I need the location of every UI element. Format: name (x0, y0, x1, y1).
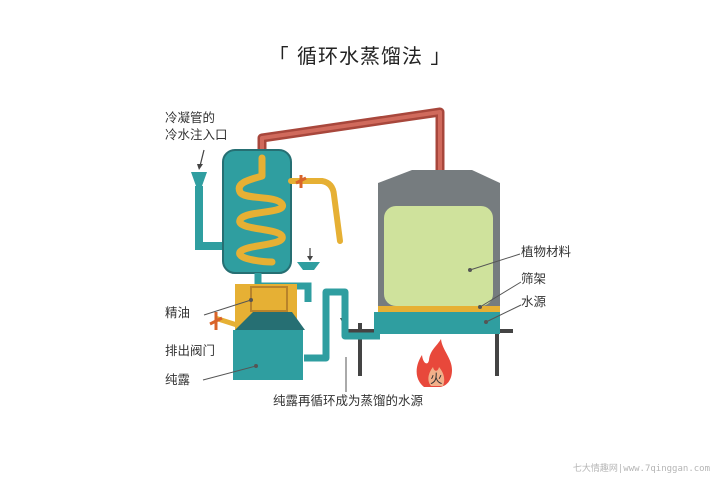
hydrosol-label: 纯露 (165, 372, 191, 387)
fire-icon (416, 339, 452, 387)
condenser-coil (235, 154, 286, 266)
drain-valve-icon (209, 312, 238, 330)
recycle-pipe (304, 288, 380, 362)
water-reservoir (374, 312, 500, 334)
separator-vessel (233, 284, 305, 380)
fire-label: 火 (430, 371, 443, 386)
water-source-label: 水源 (521, 294, 547, 309)
overflow-valve-icon (295, 175, 307, 188)
sieve-rack-label: 筛架 (521, 271, 546, 286)
overflow-pipe (288, 178, 343, 244)
plant-material-fill (384, 206, 493, 306)
cold-water-inlet (191, 172, 229, 250)
condenser-inlet-label-1: 冷凝管的 (165, 110, 215, 125)
plant-material-label: 植物材料 (521, 244, 572, 259)
recycle-water-label: 纯露再循环成为蒸馏的水源 (273, 393, 424, 408)
drain-valve-label: 排出阀门 (165, 343, 215, 358)
essential-oil-label: 精油 (165, 305, 190, 320)
watermark: 七大情趣网|www.7qinggan.com (572, 464, 710, 474)
leader-lines (202, 253, 522, 392)
condenser-inlet-label-2: 冷水注入口 (165, 127, 228, 142)
funnel-right (297, 262, 320, 270)
sieve-rack (378, 306, 500, 312)
leader-dots (249, 268, 488, 368)
diagram-title: 「 循环水蒸馏法 」 (268, 44, 452, 68)
